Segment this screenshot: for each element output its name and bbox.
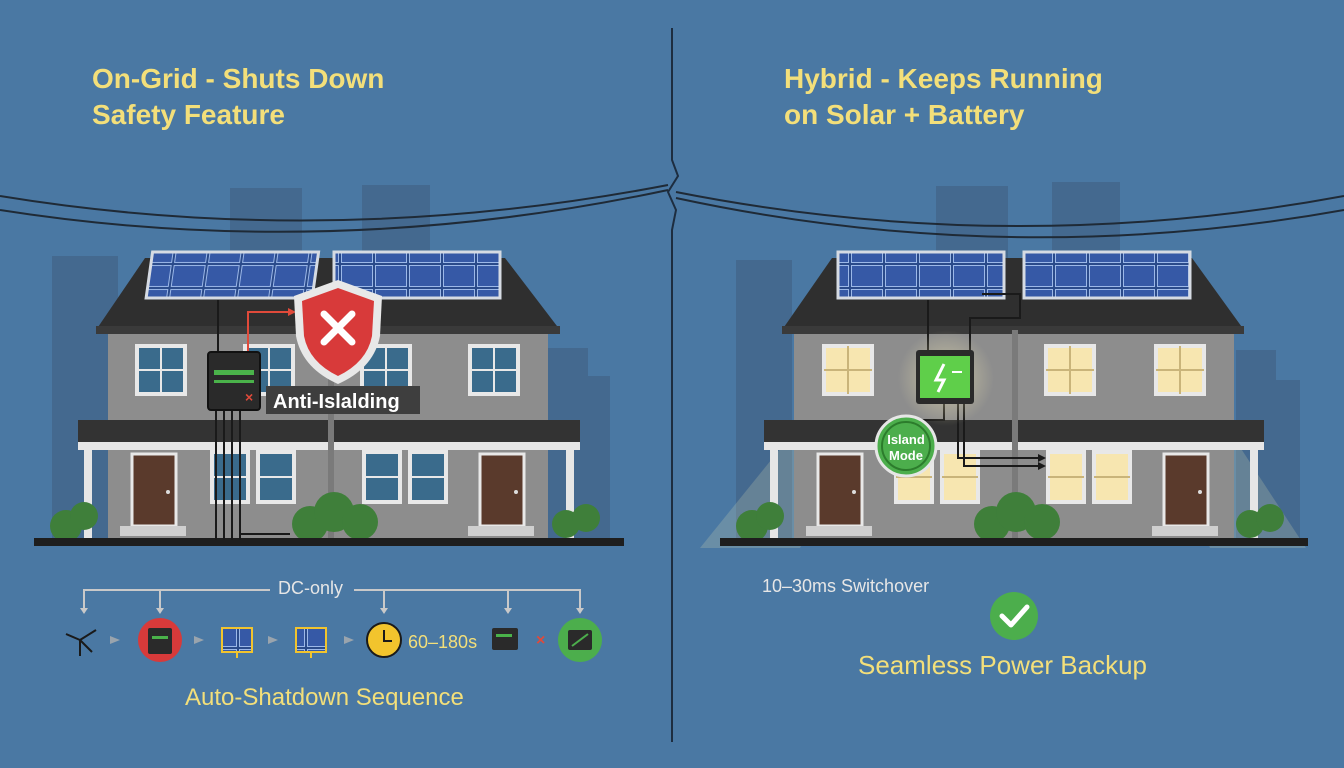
- right-power-line-2: [675, 197, 1344, 239]
- island-mode-badge: [874, 414, 938, 478]
- sequence-top-label: DC-only: [278, 578, 343, 598]
- right-caption: Seamless Power Backup: [858, 650, 1147, 680]
- left-red-line: [247, 311, 288, 362]
- right-power-line-1: [675, 191, 1344, 228]
- wind-turbine-icon: [65, 629, 97, 656]
- left-title-line1: On-Grid - Shuts Down: [92, 63, 384, 94]
- sequence-time-label: 60–180s: [408, 632, 477, 652]
- right-panel: Island Mode Hybrid - Keeps Running on So…: [675, 63, 1344, 680]
- right-title-line2: on Solar + Battery: [784, 99, 1025, 130]
- seq-arrows: [110, 636, 354, 644]
- sequence-flow: [83, 589, 581, 610]
- left-title-line2: Safety Feature: [92, 99, 285, 130]
- island-label-2: Mode: [889, 448, 923, 463]
- switchover-label: 10–30ms Switchover: [762, 576, 929, 596]
- battery-inverter-icon: [916, 350, 974, 404]
- anti-islanding-badge: [266, 386, 420, 414]
- left-wiring: [215, 300, 290, 540]
- sequence-caption: Auto-Shatdown Sequence: [185, 684, 464, 711]
- clock-icon: [366, 622, 402, 658]
- island-label-1: Island: [887, 432, 925, 447]
- left-red-arrow: [288, 308, 296, 316]
- seq-inverter-icon: [138, 618, 182, 662]
- left-power-line-2: [0, 189, 669, 233]
- inverter-icon: [207, 351, 261, 411]
- center-divider: [666, 28, 680, 742]
- left-panel: × Anti-Islalding On-Grid - Shuts Down Sa…: [0, 63, 669, 711]
- solar-panel-icon-2: [295, 627, 327, 658]
- seq-meter-icon: [492, 628, 518, 650]
- seq-grid-ok-icon: [558, 618, 602, 662]
- left-power-line-1: [0, 184, 669, 222]
- shield-x-icon: [294, 280, 382, 384]
- anti-islanding-label: Anti-Islalding: [273, 391, 400, 413]
- inverter-x-mark: ×: [245, 389, 253, 405]
- check-icon: [990, 592, 1038, 640]
- right-house: [720, 250, 1308, 546]
- solar-panel-icon: [221, 627, 253, 658]
- seq-x-mark: ×: [536, 632, 545, 649]
- right-title-line1: Hybrid - Keeps Running: [784, 63, 1103, 94]
